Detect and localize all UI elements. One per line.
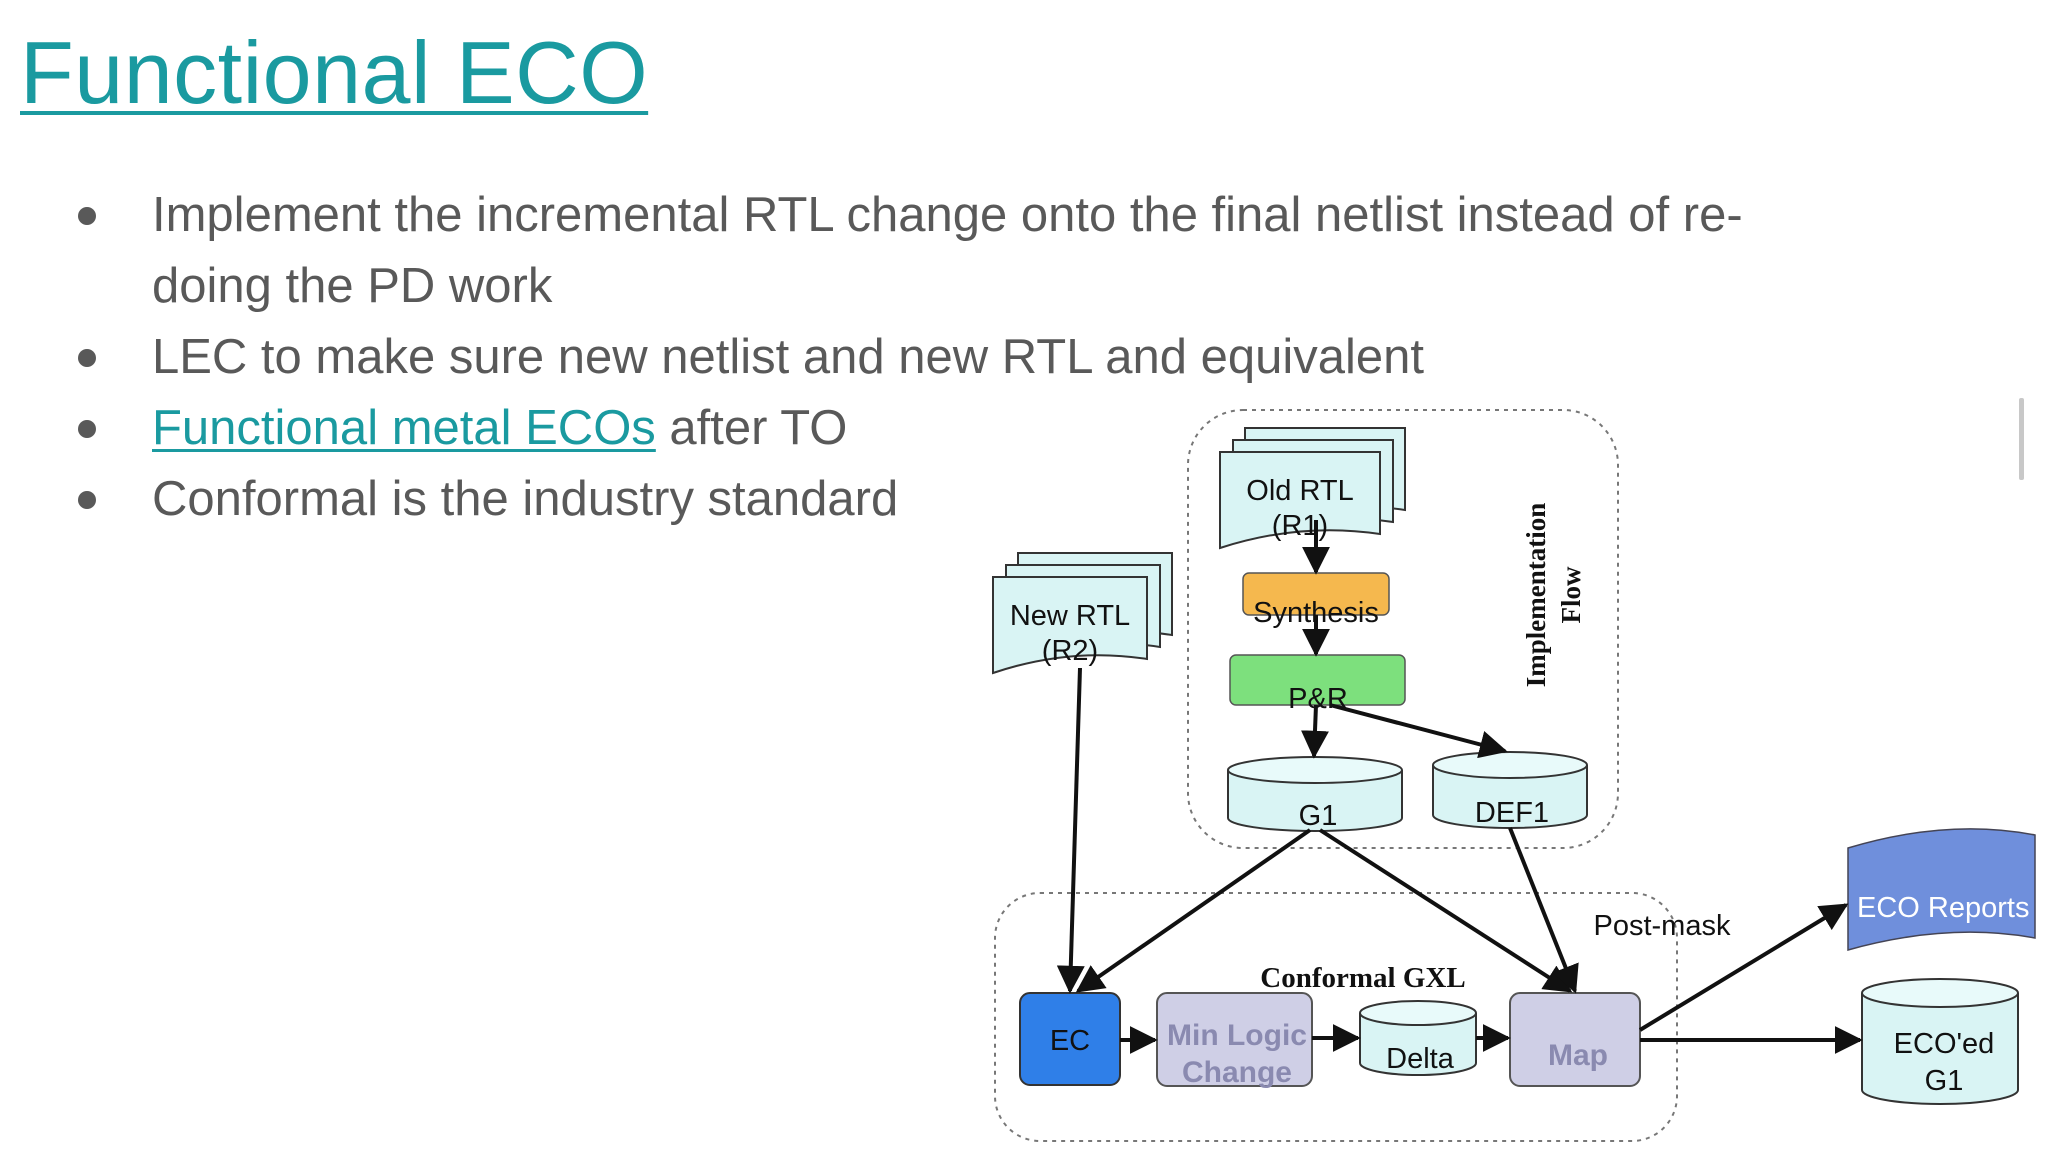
bullet-dot	[78, 207, 96, 225]
ec-label: EC	[1050, 1025, 1090, 1057]
bullet-text: doing the PD work	[152, 259, 553, 313]
g1-label: G1	[1299, 800, 1338, 832]
arrow-g1-to-map	[1318, 828, 1573, 993]
arrow-newrtl-to-ec	[1056, 667, 1085, 994]
bullet-text: Implement the incremental RTL change ont…	[152, 188, 1743, 242]
arrow-pnr-to-g1	[1300, 704, 1329, 759]
conformal-gxl-label: Conformal GXL	[1260, 962, 1465, 994]
bullet-dot	[78, 420, 96, 438]
bullet-text: LEC to make sure new netlist and new RTL…	[152, 330, 1425, 384]
scroll-indicator[interactable]	[2019, 398, 2024, 480]
map-label: Map	[1548, 1039, 1608, 1072]
min-logic-change-label-line1: Min Logic	[1167, 1019, 1307, 1052]
eco-reports-label: ECO Reports	[1857, 892, 2029, 924]
new-rtl-document-icon	[992, 552, 1173, 675]
bullet-dot	[78, 491, 96, 509]
arrow-map-to-eco-reports	[1638, 903, 1849, 1032]
bullet-item: Functional metal ECOs after TO	[70, 393, 1870, 464]
eco-ed-g1-label-line1: ECO'ed	[1894, 1028, 1995, 1060]
eco-reports-document-icon	[1847, 828, 2036, 951]
old-rtl-label-line1: Old RTL	[1246, 475, 1353, 507]
g1-database-icon	[1227, 756, 1403, 832]
slide-title: Functional ECO	[20, 23, 649, 122]
implementation-flow-label-line1: Implementation	[1521, 503, 1551, 688]
eco-ed-g1-database-icon	[1861, 978, 2019, 1105]
new-rtl-label-line1: New RTL	[1010, 600, 1130, 632]
implementation-flow-label-line2: Flow	[1556, 566, 1586, 623]
delta-database-icon	[1359, 1000, 1477, 1076]
bullet-text: after TO	[655, 401, 848, 455]
bullet-continuation: doing the PD work	[70, 251, 1870, 322]
old-rtl-label-line2: (R1)	[1272, 510, 1328, 542]
arrow-g1-to-ec	[1075, 828, 1312, 993]
new-rtl-label-line2: (R2)	[1042, 635, 1098, 667]
bullet-dot	[78, 349, 96, 367]
functional-metal-ecos-link[interactable]: Functional metal ECOs	[152, 401, 656, 455]
pnr-label: P&R	[1288, 683, 1348, 715]
bullet-text: Conformal is the industry standard	[152, 472, 899, 526]
arrow-def1-to-map	[1508, 827, 1579, 994]
bullet-item: Conformal is the industry standard	[70, 464, 1870, 535]
old-rtl-document-icon	[1219, 427, 1406, 550]
bullet-list: Implement the incremental RTL change ont…	[70, 180, 1870, 535]
delta-label: Delta	[1386, 1043, 1455, 1075]
def1-database-icon	[1432, 751, 1588, 829]
post-mask-label: Post-mask	[1594, 910, 1731, 942]
min-logic-change-label-line2: Change	[1182, 1056, 1292, 1089]
def1-label: DEF1	[1475, 797, 1549, 829]
conformal-gxl-region	[994, 892, 1678, 1142]
bullet-item: Implement the incremental RTL change ont…	[70, 180, 1870, 251]
flow-arrows	[1056, 520, 1863, 1054]
eco-ed-g1-label-line2: G1	[1925, 1065, 1964, 1097]
arrow-pnr-to-def1	[1329, 703, 1508, 759]
bullet-item: LEC to make sure new netlist and new RTL…	[70, 322, 1870, 393]
implementation-flow-region	[1187, 409, 1619, 849]
